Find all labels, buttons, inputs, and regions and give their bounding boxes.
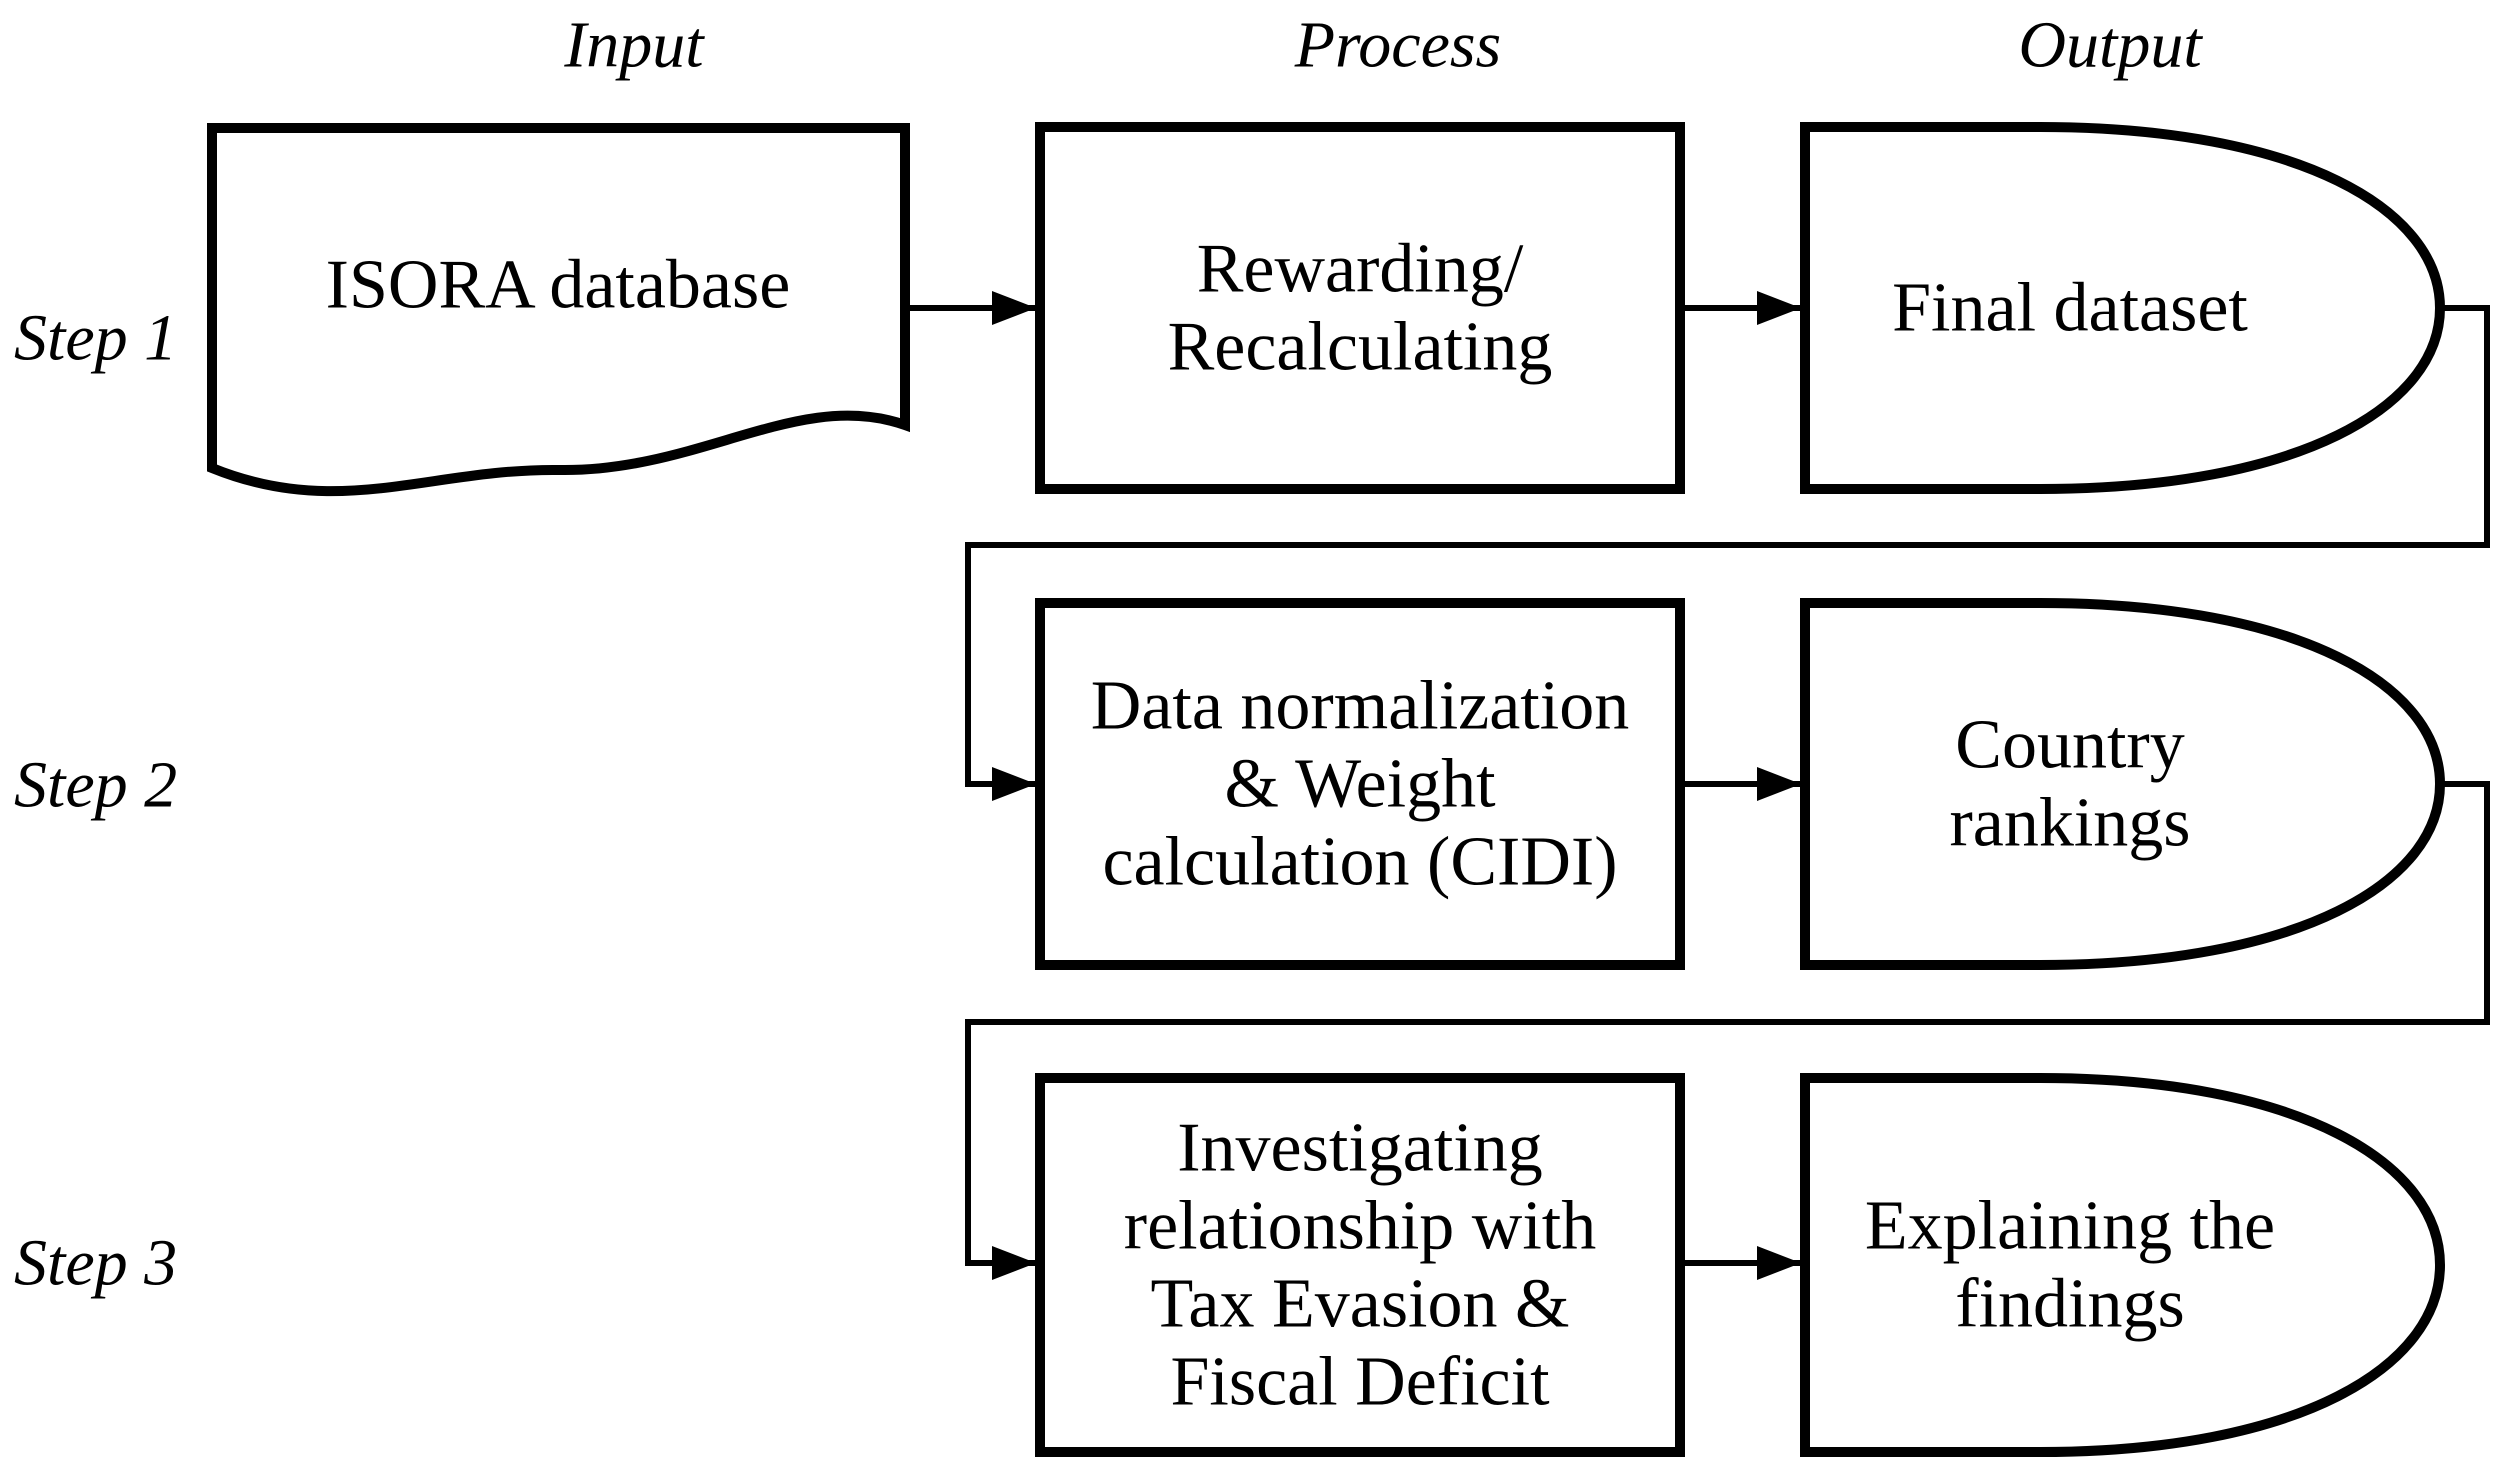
node-final-dataset: Final dataset	[1800, 122, 2446, 494]
process-box	[1035, 122, 1685, 494]
node-rankings-line1: Country	[1955, 707, 2184, 784]
output-shape	[1800, 598, 2446, 970]
document-shape	[207, 123, 910, 497]
node-explaining-line1: Explaining the	[1865, 1188, 2275, 1265]
step-label-2: Step 2	[14, 749, 177, 822]
node-explaining-findings: Explaining the findings	[1800, 1073, 2446, 1457]
node-rewarding-line2: Recalculating	[1168, 309, 1553, 386]
connector-final-dataset-to-normalization	[965, 305, 2490, 801]
node-normalization-line3: calculation (CIDI)	[1102, 824, 1617, 901]
node-rankings-line2: rankings	[1949, 785, 2190, 862]
node-data-normalization: Data normalization & Weight calculation …	[1035, 598, 1685, 970]
column-header-process: Process	[1294, 9, 1502, 82]
node-investigating-relationship: Investigating relationship with Tax Evas…	[1035, 1073, 1685, 1457]
node-rewarding-line1: Rewarding/	[1197, 231, 1524, 308]
node-final-dataset-label: Final dataset	[1892, 270, 2248, 347]
node-normalization-line1: Data normalization	[1091, 668, 1629, 745]
connector-rankings-to-investigating	[965, 781, 2490, 1280]
node-rewarding-recalculating: Rewarding/ Recalculating	[1035, 122, 1685, 494]
column-header-input: Input	[563, 9, 705, 82]
process-box	[1035, 598, 1685, 970]
node-investigating-line2: relationship with	[1124, 1188, 1596, 1265]
node-investigating-line4: Fiscal Deficit	[1170, 1344, 1550, 1421]
node-investigating-line3: Tax Evasion &	[1151, 1266, 1570, 1343]
output-shape	[1800, 122, 2446, 494]
node-explaining-line2: findings	[1955, 1266, 2184, 1343]
node-isora-label: ISORA database	[326, 247, 791, 324]
output-shape	[1800, 1073, 2446, 1457]
node-normalization-line2: & Weight	[1224, 746, 1496, 823]
column-header-output: Output	[2018, 9, 2203, 82]
node-investigating-line1: Investigating	[1177, 1110, 1542, 1187]
node-country-rankings: Country rankings	[1800, 598, 2446, 970]
step-label-3: Step 3	[14, 1227, 177, 1300]
process-box	[1035, 1073, 1685, 1457]
step-label-1: Step 1	[14, 302, 177, 375]
node-isora-database: ISORA database	[207, 123, 910, 497]
